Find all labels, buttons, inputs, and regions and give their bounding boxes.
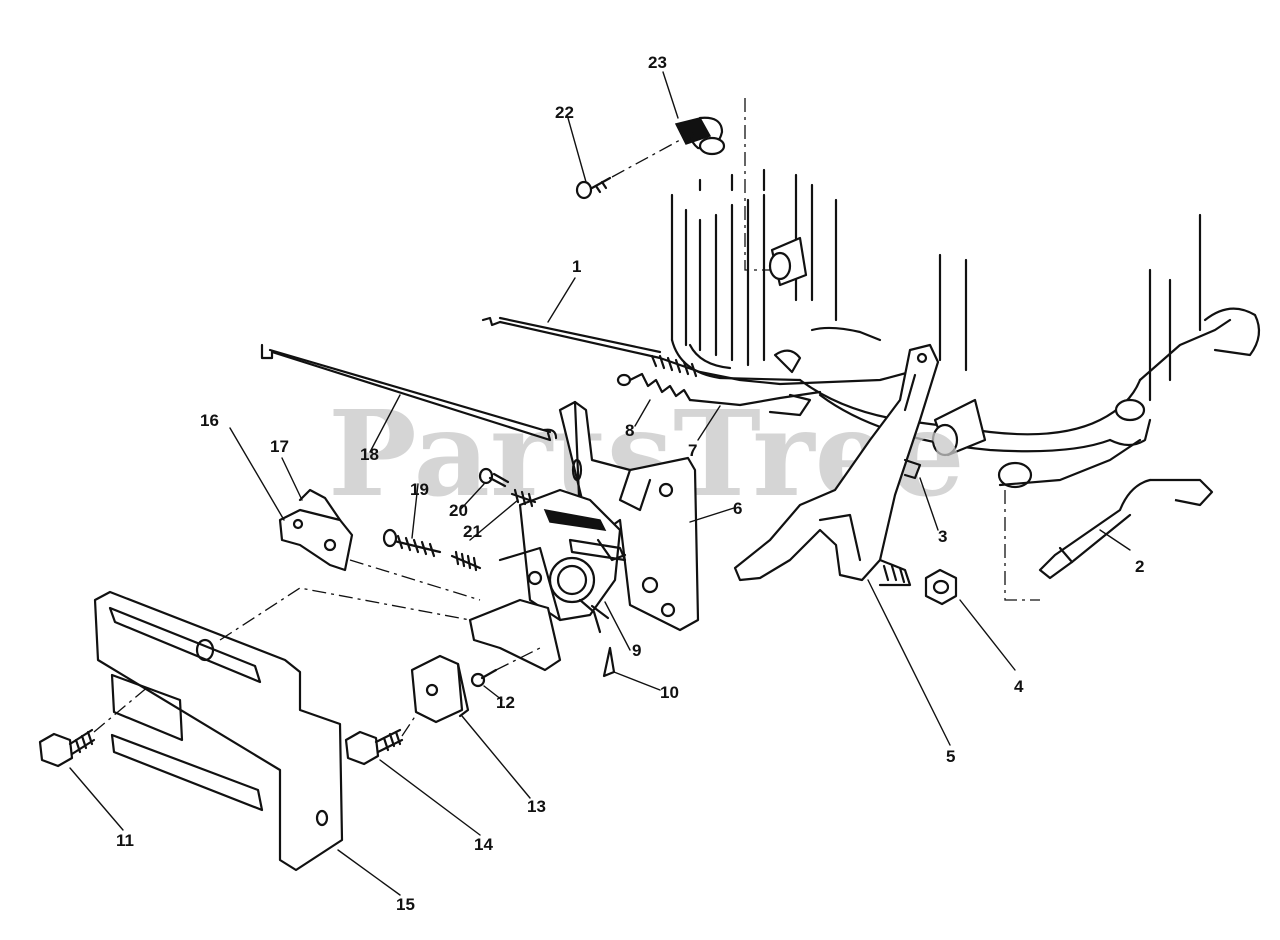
part-11-bolt — [38, 647, 206, 768]
part-9-spring-assembly — [518, 488, 627, 678]
leader-lines — [69, 71, 1131, 896]
part-4-nut — [924, 568, 958, 606]
callout-15: 15 — [396, 895, 415, 914]
part-5-lever — [733, 343, 940, 587]
callout-21: 21 — [463, 522, 482, 541]
part-3-clip — [903, 458, 922, 480]
part-1-rod — [481, 316, 912, 386]
callout-22: 22 — [555, 103, 574, 122]
callout-2: 2 — [1135, 557, 1144, 576]
callout-1: 1 — [572, 257, 581, 276]
callout-9: 9 — [632, 641, 641, 660]
callout-7: 7 — [688, 441, 697, 460]
callout-8: 8 — [625, 421, 634, 440]
callout-3: 3 — [938, 527, 947, 546]
part-8-spring — [616, 372, 692, 402]
part-20-screw — [478, 467, 510, 488]
callout-23: 23 — [648, 53, 667, 72]
part-7-link — [688, 390, 822, 417]
callout-6: 6 — [733, 499, 742, 518]
callout-14: 14 — [474, 835, 493, 854]
callout-11: 11 — [116, 831, 134, 850]
part-12-screw — [470, 647, 541, 688]
callout-16: 16 — [200, 411, 219, 430]
part-14-bolt — [344, 711, 419, 766]
part-21-spring — [450, 488, 537, 572]
callout-13: 13 — [527, 797, 546, 816]
engine-block — [670, 98, 1261, 601]
callout-20: 20 — [449, 501, 468, 520]
part-2-shaft — [1038, 478, 1214, 580]
lower-bracket — [468, 546, 562, 672]
part-16-bracket — [278, 488, 481, 601]
callout-12: 12 — [496, 693, 515, 712]
part-6-bracket — [558, 400, 700, 632]
callout-5: 5 — [946, 747, 955, 766]
callout-18: 18 — [360, 445, 379, 464]
callout-17: 17 — [270, 437, 289, 456]
callout-19: 19 — [410, 480, 429, 499]
part-23-clip — [674, 116, 726, 156]
part-18-rod — [260, 343, 558, 442]
part-19-spring — [382, 528, 442, 558]
part-22-screw — [575, 139, 681, 200]
part-13-plate — [410, 654, 470, 724]
callout-10: 10 — [660, 683, 679, 702]
callouts: 1 2 3 4 5 6 7 8 9 10 11 12 13 14 15 16 1… — [116, 53, 1144, 914]
callout-4: 4 — [1014, 677, 1024, 696]
part-15-cover — [93, 587, 471, 872]
